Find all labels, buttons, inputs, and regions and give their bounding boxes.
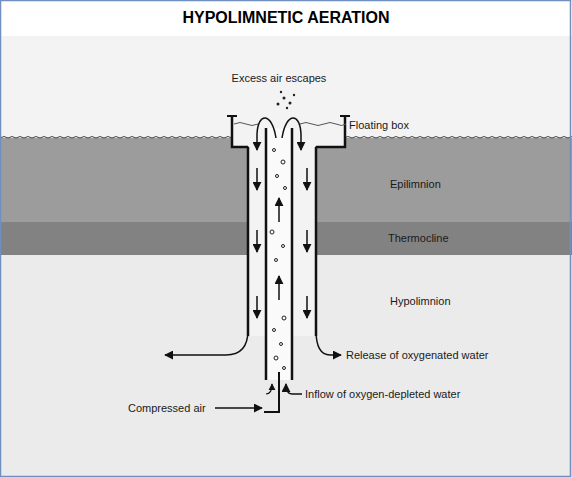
inflow-arrow: [266, 384, 272, 394]
box-rim: [227, 115, 350, 117]
release-arrow: [165, 330, 248, 355]
box-water: [234, 123, 346, 126]
flow-label: Excess air escapes: [232, 72, 327, 85]
layer-label: Epilimnion: [390, 178, 441, 191]
riser-tube: [266, 128, 292, 380]
upflow-arrows: [278, 198, 280, 300]
part-label: Floating box: [349, 119, 409, 132]
flow-label: Release of oxygenated water: [346, 349, 488, 362]
layer-label: Hypolimnion: [390, 295, 451, 308]
flow-label: Inflow of oxygen-depleted water: [305, 388, 460, 401]
layer-band: Thermocline: [0, 222, 572, 255]
outer-tube: [248, 147, 316, 336]
photo-ground: [0, 36, 572, 478]
flow-label: Compressed air: [128, 402, 206, 415]
layer-band: Hypolimnion: [0, 255, 572, 476]
inflow-arrow: [286, 384, 302, 394]
layer-band: Epilimnion: [0, 140, 572, 222]
release-arrow: [316, 330, 341, 355]
downflow-arrows: [257, 168, 307, 318]
layer-label: Thermocline: [388, 232, 449, 245]
flow-arrow: [282, 118, 301, 150]
flow-arrow: [257, 118, 276, 150]
riser-interior: [267, 128, 291, 380]
air-bubbles: [270, 149, 287, 370]
air-arrow: [215, 407, 262, 409]
diagram-title: HYPOLIMNETIC AERATION: [0, 8, 572, 28]
air-pipe: [264, 372, 279, 412]
escaping-air: [277, 91, 296, 109]
